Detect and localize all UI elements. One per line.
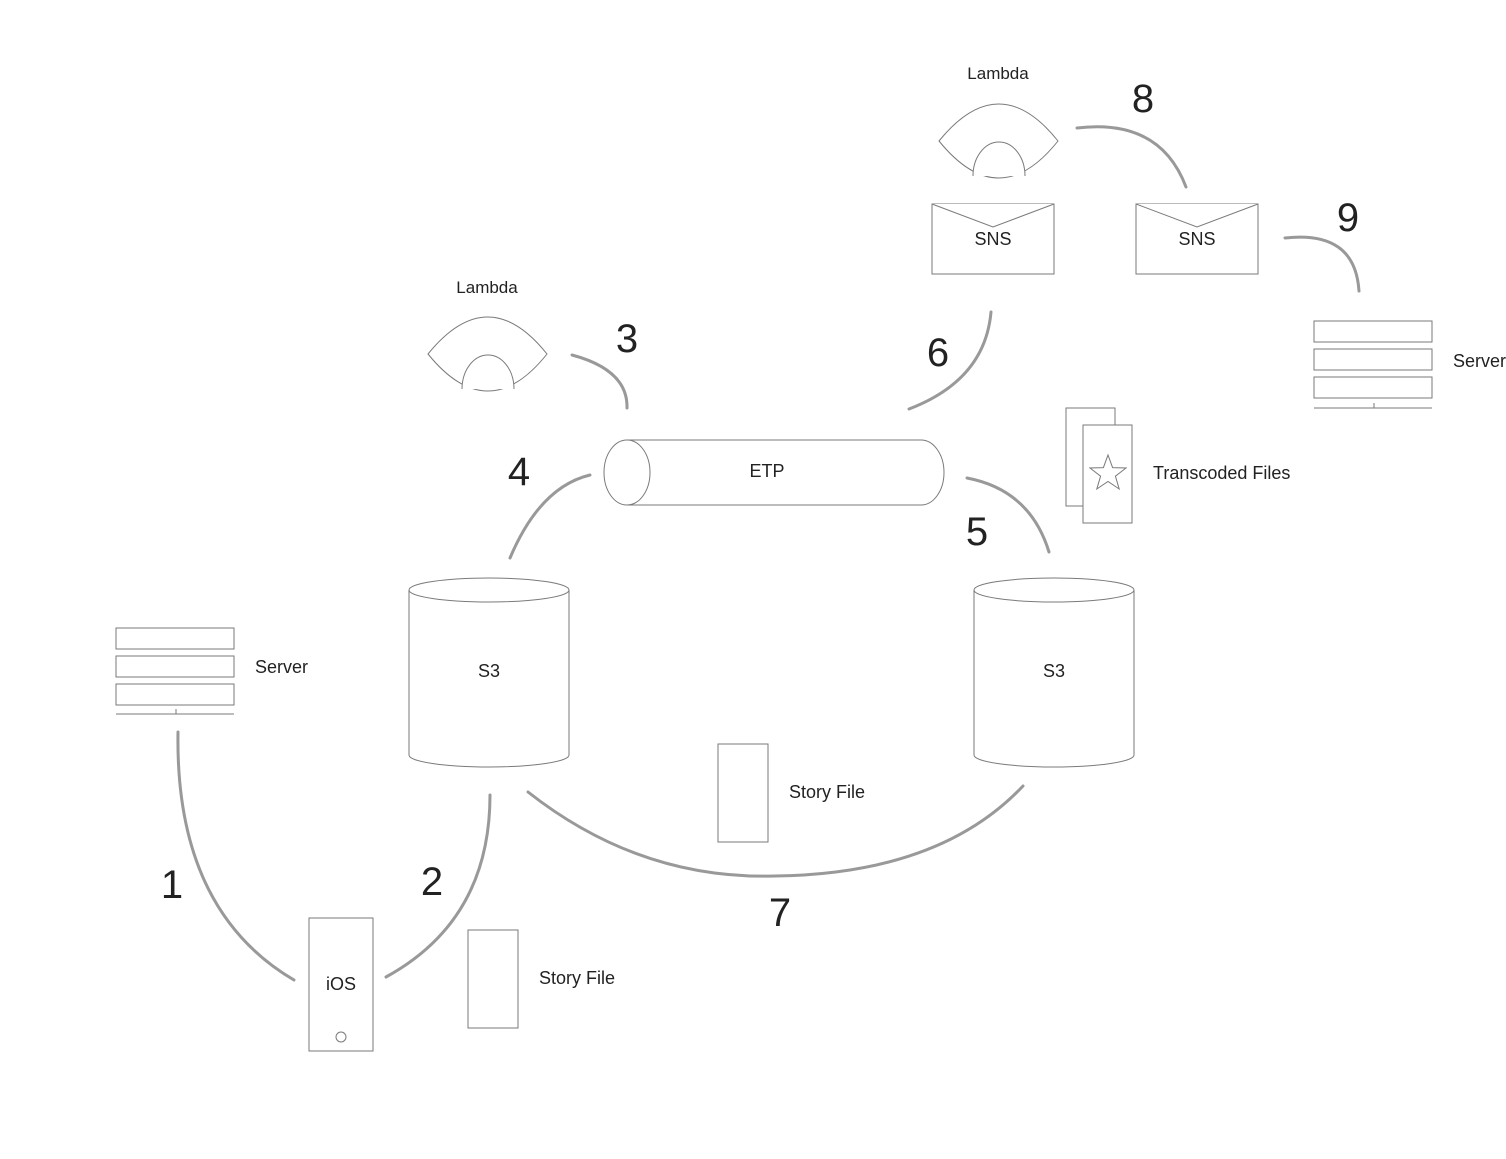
sns-right-label: SNS (1178, 229, 1215, 249)
lambda-top-label: Lambda (967, 64, 1029, 83)
s3-source-bucket-icon (408, 577, 570, 768)
etp-label: ETP (749, 461, 784, 481)
s3-dest-label: S3 (1043, 661, 1065, 681)
server-left-label: Server (255, 657, 308, 677)
sns-left-label: SNS (974, 229, 1011, 249)
connector-step-6 (907, 310, 993, 411)
step-number-3: 3 (616, 317, 638, 361)
story-file-middle-label: Story File (789, 782, 865, 802)
step-number-5: 5 (966, 510, 988, 554)
step-number-7: 7 (769, 891, 791, 935)
transcoded-files-label: Transcoded Files (1153, 463, 1290, 483)
lambda-left-label: Lambda (456, 278, 518, 297)
connector-step-3 (570, 353, 629, 410)
connector-step-1 (176, 730, 296, 982)
connector-step-9 (1283, 235, 1361, 293)
step-number-6: 6 (927, 331, 949, 375)
server-left-icon (115, 627, 235, 715)
step-number-9: 9 (1337, 196, 1359, 240)
ios-device-icon (308, 917, 374, 1052)
story-file-middle-icon (717, 743, 769, 843)
sns-right-envelope-icon (1135, 203, 1259, 275)
server-right-label: Server (1453, 351, 1506, 371)
story-file-bottom-label: Story File (539, 968, 615, 988)
lambda-top-icon (938, 103, 1059, 179)
s3-source-label: S3 (478, 661, 500, 681)
sns-left-envelope-icon (931, 203, 1055, 275)
connector-step-7 (526, 784, 1025, 878)
story-file-bottom-icon (467, 929, 519, 1029)
connector-step-5 (965, 476, 1051, 554)
step-number-8: 8 (1132, 77, 1154, 121)
server-right-icon (1313, 320, 1433, 409)
s3-dest-bucket-icon (973, 577, 1135, 768)
step-number-2: 2 (421, 860, 443, 904)
step-number-4: 4 (508, 450, 530, 494)
etp-pipeline-icon (603, 439, 945, 506)
lambda-left-icon (427, 316, 548, 392)
connector-step-8 (1075, 125, 1188, 189)
connector-step-2 (384, 793, 492, 979)
step-number-1: 1 (161, 863, 183, 907)
transcoded-files-icon (1065, 407, 1133, 524)
ios-label: iOS (326, 974, 356, 994)
connector-step-4 (508, 473, 592, 560)
